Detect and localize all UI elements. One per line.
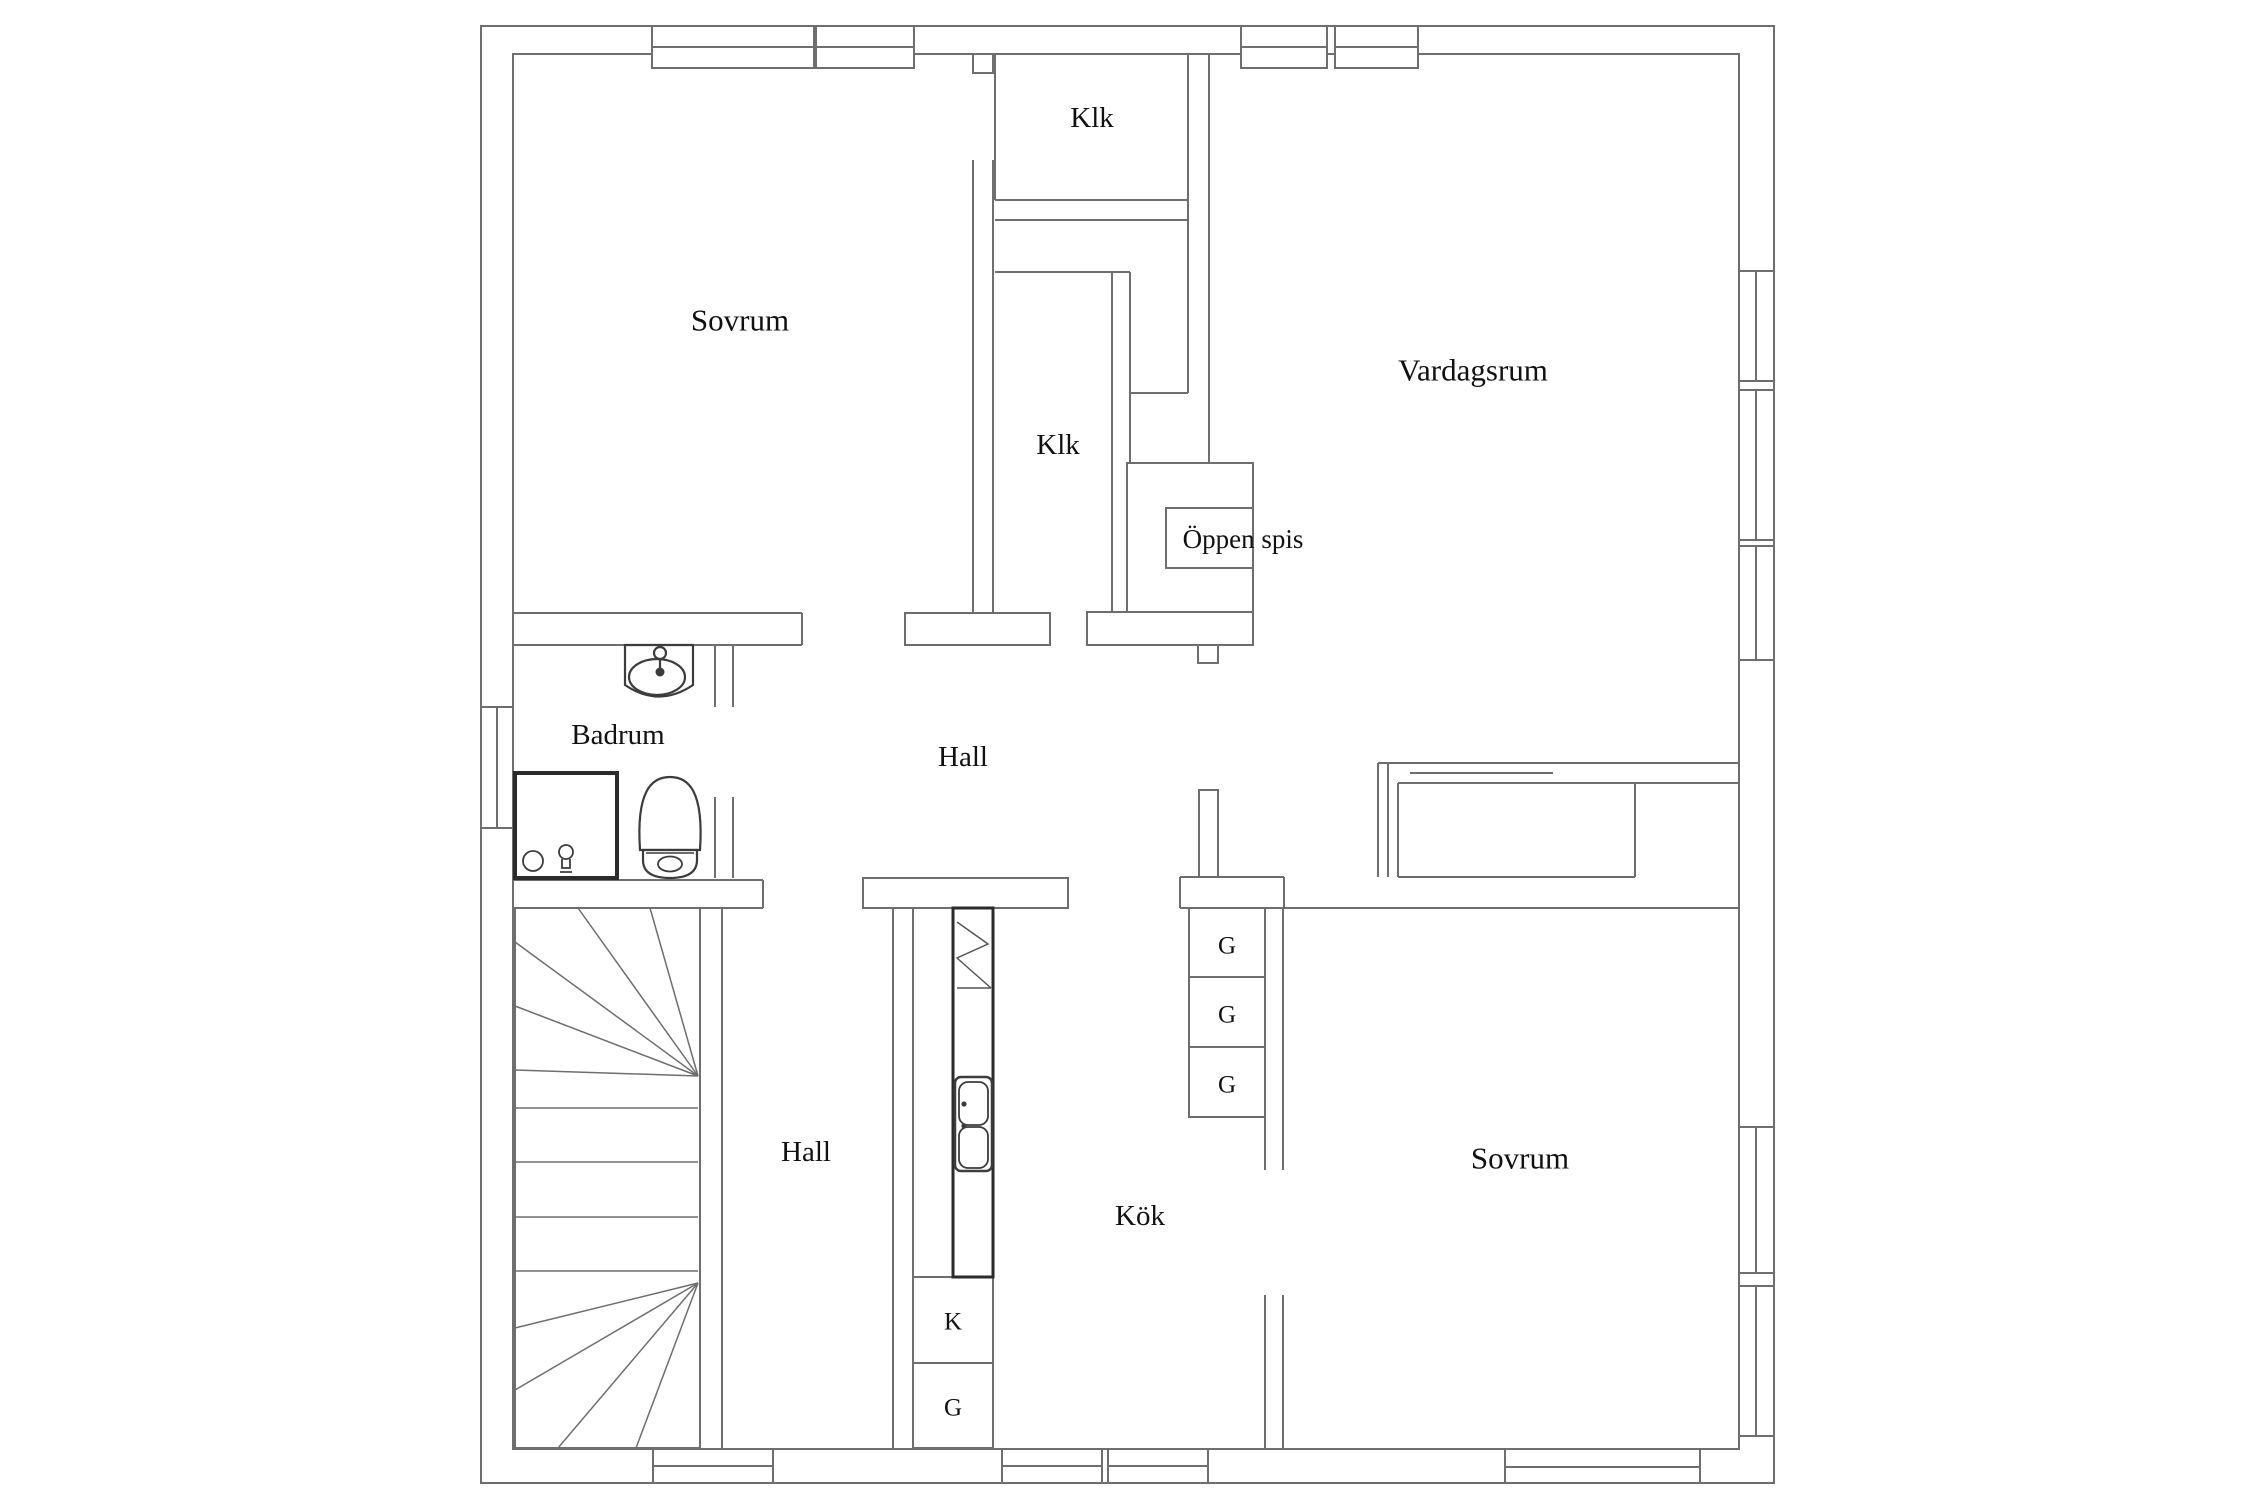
stair-treads xyxy=(514,907,699,1449)
label-sovrum-lower: Sovrum xyxy=(1471,1141,1569,1176)
label-oppen-spis: Öppen spis xyxy=(1183,524,1304,554)
bathroom-sink-icon xyxy=(623,643,695,698)
window-top-1 xyxy=(651,25,815,69)
label-cab-g-1: G xyxy=(1218,933,1236,960)
staircase xyxy=(514,907,701,1449)
kitchen-sink-icon xyxy=(953,1075,994,1173)
outer-walls xyxy=(480,25,1775,1484)
label-sovrum-upper: Sovrum xyxy=(691,303,789,338)
fireplace xyxy=(1126,462,1254,613)
kitchen-corner-cabinet-icon xyxy=(955,921,992,989)
label-kok: Kök xyxy=(1115,1200,1165,1232)
label-cab-g-2: G xyxy=(1218,1002,1236,1029)
label-badrum: Badrum xyxy=(571,719,665,751)
window-right-4 xyxy=(1738,1126,1775,1274)
wall-notch-top xyxy=(972,53,994,74)
label-hall-upper: Hall xyxy=(938,741,988,773)
cabinet-g-kitchen xyxy=(912,1362,994,1449)
window-right-2 xyxy=(1738,389,1775,541)
cabinet-column-ggg xyxy=(1188,907,1266,1118)
label-cab-g-3: G xyxy=(1218,1072,1236,1099)
window-left-bathroom xyxy=(480,706,514,829)
label-cab-k: K xyxy=(944,1309,962,1336)
window-top-2 xyxy=(815,25,915,69)
interior-walls xyxy=(513,53,1739,1449)
window-bottom-4 xyxy=(1504,1448,1701,1484)
window-top-3 xyxy=(1240,25,1328,69)
label-hall-lower: Hall xyxy=(781,1136,831,1168)
window-right-1 xyxy=(1738,270,1775,382)
windows xyxy=(480,25,1775,1484)
window-bottom-2 xyxy=(1001,1448,1103,1484)
window-bottom-3 xyxy=(1107,1448,1209,1484)
window-right-5 xyxy=(1738,1285,1775,1437)
window-bottom-1 xyxy=(652,1448,774,1484)
label-klk-upper: Klk xyxy=(1070,102,1114,134)
shower-icon xyxy=(513,771,619,880)
label-vardagsrum: Vardagsrum xyxy=(1398,353,1548,388)
toilet-icon xyxy=(638,775,702,880)
label-cab-g-kitchen: G xyxy=(944,1395,962,1422)
label-klk-middle: Klk xyxy=(1036,429,1080,461)
window-right-3 xyxy=(1738,545,1775,661)
window-top-4 xyxy=(1334,25,1419,69)
